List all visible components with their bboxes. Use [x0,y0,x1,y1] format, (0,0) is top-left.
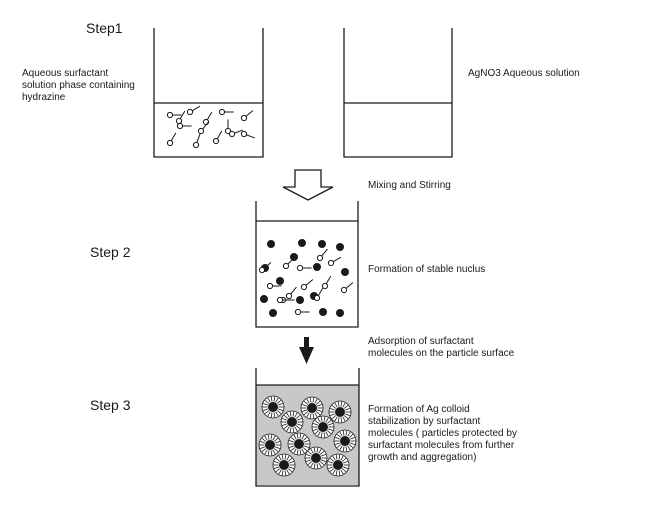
surfactant-molecule [285,286,297,300]
surfactant-molecule [224,119,232,135]
surfactant-molecule [197,121,209,135]
silver-nuclei [260,239,349,317]
surfactant-molecule [218,108,234,116]
step1-label: Step1 [86,20,123,36]
surfactant-molecule [294,308,310,316]
surfactant-phase-label: Aqueous surfactant solution phase contai… [22,68,135,104]
ag-colloid-particles [258,395,357,477]
ag-colloid-particle [261,395,285,419]
ag-colloid-particle [333,429,357,453]
surfactant-molecule [258,262,272,274]
silver-nucleus [319,308,327,316]
silver-nucleus [290,253,298,261]
ag-colloid-particle [300,396,324,420]
ag-colloid-particle [326,453,350,477]
surfactant-molecule [166,132,177,147]
adsorption-line-2: molecules on the particle surface [368,348,515,359]
surfactant-molecule [321,275,332,290]
beaker-nucleation [255,201,359,328]
silver-nucleus [296,296,304,304]
colloid-line-3: molecules ( particles protected by [368,428,517,439]
ag-colloid-particle [272,453,296,477]
ag-colloid-particle [287,432,311,456]
ag-colloid-particle [280,410,304,434]
silver-nucleus [313,263,321,271]
surfactant-molecule [327,256,342,267]
beaker-agno3 [343,28,453,158]
surfactant-molecule [212,130,223,145]
mixing-label: Mixing and Stirring [368,180,451,191]
surfactant-molecule [296,264,312,272]
colloid-label: Formation of Ag colloid stabilization by… [368,404,517,464]
silver-nucleus [341,268,349,276]
silver-nucleus [269,309,277,317]
surfactant-molecule [175,110,186,125]
surfactant-molecule [228,129,244,138]
surfactant-molecule [186,105,201,116]
adsorption-line-1: Adsorption of surfactant [368,336,474,347]
silver-nucleus [336,309,344,317]
adsorption-arrow-icon [299,337,314,364]
silver-nucleus [318,240,326,248]
surfactant-phase-line-1: Aqueous surfactant [22,68,109,79]
surfactant-molecule [240,130,256,139]
step2-label: Step 2 [90,244,131,260]
surfactant-molecule [316,248,328,262]
surfactant-molecule [340,282,354,294]
colloid-line-4: surfactant molecules from further [368,440,515,451]
silver-nucleus [267,240,275,248]
surfactant-molecule [192,133,201,149]
adsorption-label: Adsorption of surfactant molecules on th… [368,336,514,360]
surfactant-molecules-beaker3 [258,248,354,316]
surfactant-molecule [282,257,295,270]
nucleus-label: Formation of stable nuclus [368,264,486,275]
ag-colloid-particle [311,415,335,439]
surfactant-molecules-beaker1 [166,105,256,149]
surfactant-phase-line-2: solution phase containing [22,80,135,91]
surfactant-molecule [313,287,324,302]
mixing-arrow-icon [282,169,334,201]
surfactant-molecule [240,110,254,122]
surfactant-molecule [166,111,182,119]
colloid-line-1: Formation of Ag colloid [368,404,470,415]
colloid-line-2: stabilization by surfactant [368,416,481,427]
surfactant-phase-line-3: hydrazine [22,92,66,103]
ag-colloid-particle [258,433,282,457]
beaker-surfactant [153,28,264,158]
step3-label: Step 3 [90,397,131,413]
agno3-label: AgNO3 Aqueous solution [468,68,580,79]
surfactant-molecule [300,279,314,291]
surfactant-molecule [176,122,192,130]
silver-nucleus [298,239,306,247]
surfactant-molecule [266,282,282,290]
ag-colloid-particle [304,446,328,470]
silver-nucleus [276,277,284,285]
colloid-line-5: growth and aggregation) [368,452,477,463]
silver-nucleus [336,243,344,251]
silver-nucleus [260,295,268,303]
surfactant-molecule [276,296,292,304]
ag-colloid-particle [328,400,352,424]
